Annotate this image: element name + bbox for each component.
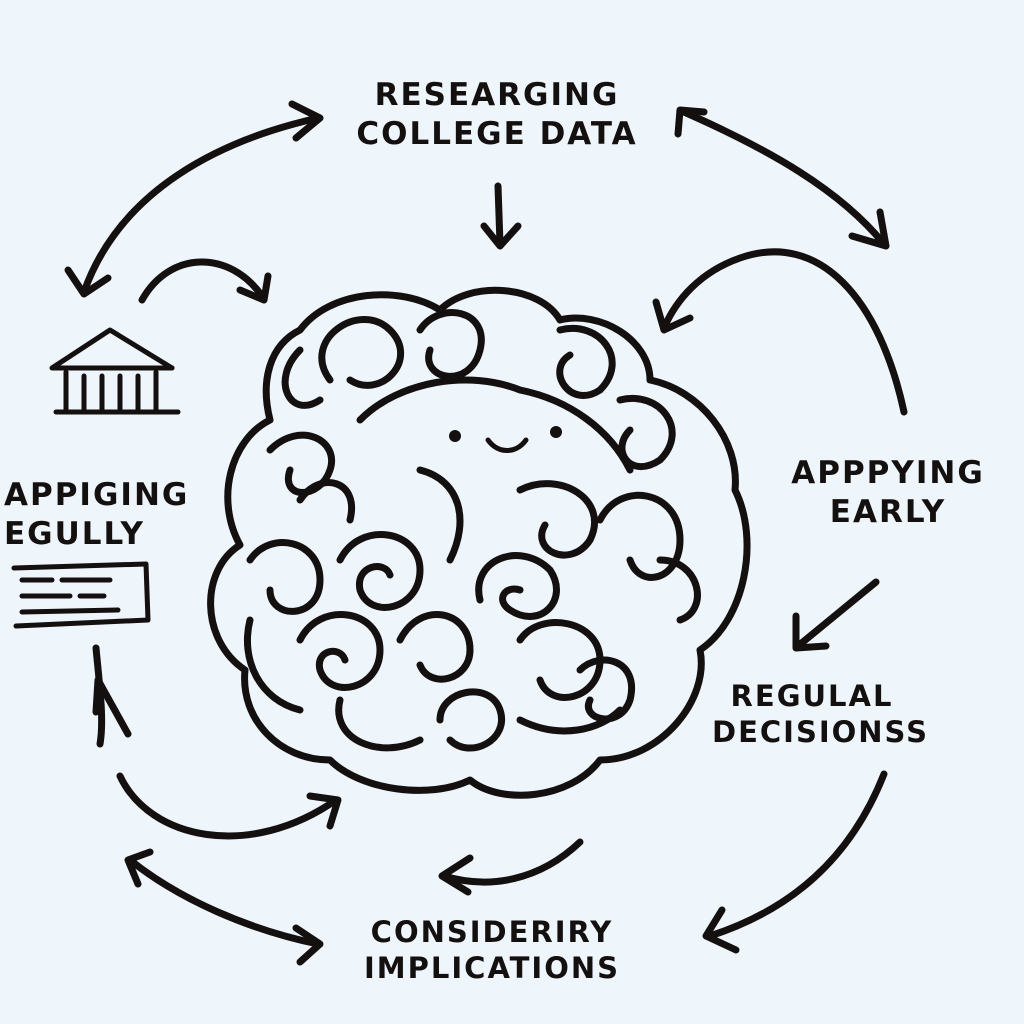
cycle-arrows — [64, 100, 908, 966]
node-applying-early: APPPYING EARLY — [778, 454, 998, 532]
document-icon — [11, 561, 151, 629]
arrow-top-right — [680, 108, 888, 248]
building-icon — [49, 327, 181, 415]
node-regular-decisions: REGULAL DECISIONSS — [712, 678, 930, 751]
arrow-down-top — [494, 182, 504, 248]
arrow-right-to-tangle — [660, 248, 908, 416]
node-regular-line2: DECISIONSS — [712, 715, 930, 750]
node-considering-implications: CONSIDERIRY IMPLICATIONS — [352, 914, 632, 987]
arrow-top-left — [80, 114, 322, 296]
node-top-line1: RESEARGING — [374, 77, 620, 113]
arrow-early-to-regular — [794, 578, 880, 650]
node-top-line2: COLLEGE DATA — [356, 115, 638, 152]
arrow-bottom-left — [126, 856, 322, 948]
node-applying-egully: APPIGING EGULLY — [4, 476, 189, 554]
arrow-left-to-tangle — [116, 772, 340, 840]
node-researching-college-data: RESEARGING COLLEGE DATA — [352, 76, 642, 154]
smiling-tangle-icon — [207, 286, 751, 799]
arrow-up-left — [92, 644, 106, 748]
node-regular-line1: REGULAL — [730, 679, 894, 713]
node-left-line1: APPIGING — [4, 477, 190, 513]
arrow-regular-to-bottom — [706, 770, 888, 940]
node-left-line2: EGULLY — [4, 515, 145, 552]
node-right-line2: EARLY — [829, 493, 947, 530]
node-right-line1: APPPYING — [791, 455, 985, 491]
node-bottom-line1: CONSIDERIRY — [370, 915, 614, 949]
arrow-building-to-tangle — [138, 258, 266, 304]
node-bottom-line2: IMPLICATIONS — [363, 951, 621, 986]
arrow-center-to-bottom — [440, 838, 584, 886]
